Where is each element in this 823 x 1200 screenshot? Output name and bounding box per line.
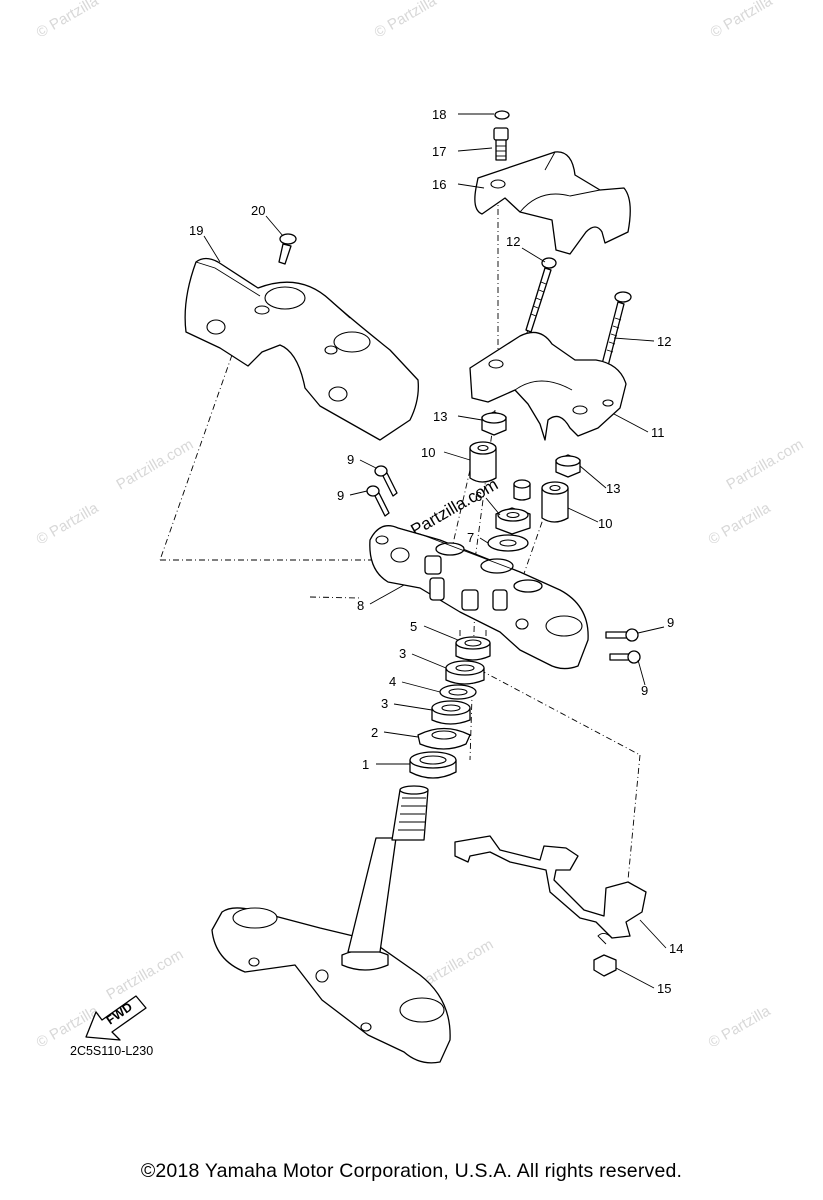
callout-20: 20: [251, 203, 265, 218]
callout-19: 19: [189, 223, 203, 238]
steering-stem-lower-bracket: [211, 785, 451, 1064]
part-17-bolt: [493, 127, 509, 161]
callout-8: 8: [357, 598, 364, 613]
callout-15: 15: [657, 981, 671, 996]
watermark-mid-right: © Partzilla: [706, 499, 774, 548]
watermark-site-left: Partzilla.com: [114, 436, 197, 494]
part-4-washer: [439, 684, 477, 700]
part-8-upper-bracket: [369, 525, 589, 670]
part-3-ring-nut-upper: [445, 660, 485, 685]
callout-numbers: 18 17 16 20 19 12 12 11 13 13 10 10 9 9 …: [189, 107, 683, 996]
callout-3-upper: 3: [399, 646, 406, 661]
callout-3-lower: 3: [381, 696, 388, 711]
part-7-washer: [487, 534, 529, 552]
callout-11: 11: [651, 425, 665, 440]
callout-13-left: 13: [433, 409, 447, 424]
callout-1: 1: [362, 757, 369, 772]
callout-7: 7: [467, 530, 474, 545]
part-19-cover: [184, 257, 419, 441]
callout-9-upper-left: 9: [347, 452, 354, 467]
watermark-top-right: © Partzilla: [708, 0, 776, 41]
part-20-bolt: [278, 233, 297, 265]
part-6-nut: [495, 507, 531, 535]
callout-13-right: 13: [606, 481, 620, 496]
watermark-mid-left: © Partzilla: [34, 499, 102, 548]
part-12-bolt-right: [600, 291, 632, 371]
part-9-bolt-upper-right: [605, 628, 639, 642]
callout-leaders: [203, 113, 667, 989]
callout-6: 6: [475, 489, 482, 504]
part-14-harness-bracket: [454, 835, 647, 945]
part-5-lock-washer: [455, 630, 491, 661]
fwd-arrow-icon: FWD: [85, 995, 147, 1041]
watermark-bottom-right: © Partzilla: [706, 1002, 774, 1051]
part-9-bolt-upper-left: [374, 465, 398, 497]
watermarks: © Partzilla © Partzilla © Partzilla © Pa…: [34, 0, 807, 1051]
callout-5: 5: [410, 619, 417, 634]
callout-9-lower-right: 9: [641, 683, 648, 698]
part-9-bolt-lower-right: [609, 650, 641, 664]
callout-4: 4: [389, 674, 396, 689]
watermark-site-right: Partzilla.com: [724, 436, 807, 494]
part-13-nut-right: [555, 454, 581, 478]
part-1-bearing: [409, 751, 457, 779]
callout-2: 2: [371, 725, 378, 740]
part-9-bolt-lower-left: [366, 485, 390, 517]
part-10-bushing-right: [541, 481, 569, 523]
copyright-notice: ©2018 Yamaha Motor Corporation, U.S.A. A…: [140, 1160, 683, 1182]
watermark-site-bottom-left: Partzilla.com: [104, 946, 187, 1004]
part-16-upper-holder: [474, 151, 631, 255]
part-18-cap: [494, 110, 510, 120]
part-10-bushing-left: [469, 441, 497, 483]
callout-9-lower-left: 9: [337, 488, 344, 503]
callout-12-left: 12: [506, 234, 520, 249]
watermark-top-center: © Partzilla: [372, 0, 440, 41]
callout-14: 14: [669, 941, 683, 956]
part-2-cover: [417, 727, 471, 750]
part-12-bolt-left: [525, 257, 557, 333]
callout-17: 17: [432, 144, 446, 159]
callout-10-right: 10: [598, 516, 612, 531]
callout-16: 16: [432, 177, 446, 192]
callout-12-right: 12: [657, 334, 671, 349]
diagram-code: 2C5S110-L230: [70, 1044, 153, 1058]
part-11-lower-holder: [469, 331, 627, 441]
callout-9-upper-right: 9: [667, 615, 674, 630]
callout-18: 18: [432, 107, 446, 122]
center-bushing: [513, 479, 531, 501]
callout-10-left: 10: [421, 445, 435, 460]
watermark-top-left: © Partzilla: [34, 0, 102, 41]
part-13-nut-left: [481, 411, 507, 436]
part-3-ring-nut-lower: [431, 700, 471, 725]
part-15-nut: [593, 954, 617, 977]
